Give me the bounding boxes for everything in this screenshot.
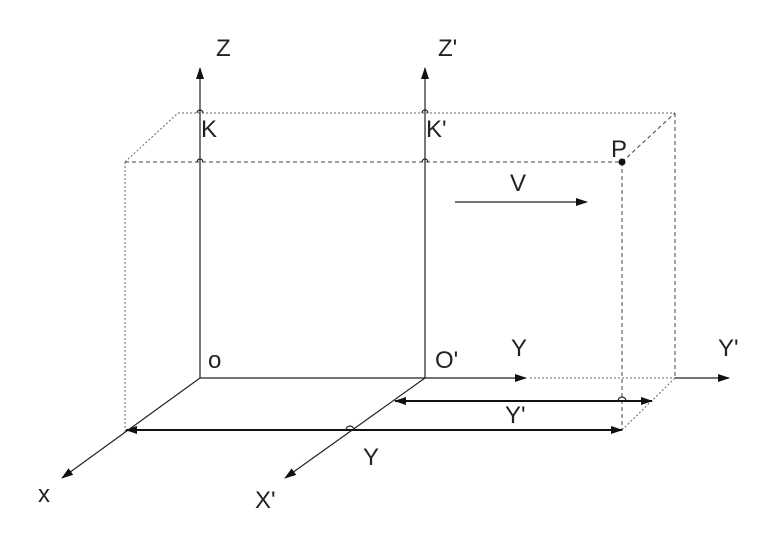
k-label: K [201,116,217,143]
origin-o-prime-label: O' [435,347,458,374]
z-axis-hop-mid [196,158,204,163]
z-prime-axis-label: Z' [438,35,457,62]
point-p-label: P [611,136,627,163]
x-axis-label: x [38,481,50,508]
y-prime-dimension-label: Y' [505,402,526,429]
z-prime-axis-hop-mid [421,158,429,163]
x-prime-axis-label: X' [255,487,276,514]
origin-o-label: o [208,347,221,374]
velocity-label: V [510,170,526,197]
x-prime-axis [284,377,426,479]
box-left-top-diagonal [124,112,179,163]
x-axis [61,377,201,479]
y-axis-label: Y [511,335,527,362]
z-axis-hop-top [196,109,204,114]
box-bottom-right-diagonal [621,377,676,431]
z-prime-axis-hop-top [421,109,429,114]
y-prime-dimension-hop [617,396,627,402]
y-prime-axis-label: Y' [718,335,739,362]
y-dimension-label: Y [363,444,379,471]
z-axis-label: Z [216,35,231,62]
y-dimension-hop [345,425,355,431]
k-prime-label: K' [426,116,447,143]
point-p-dot [618,158,626,166]
box-right-top-diagonal [621,112,676,163]
